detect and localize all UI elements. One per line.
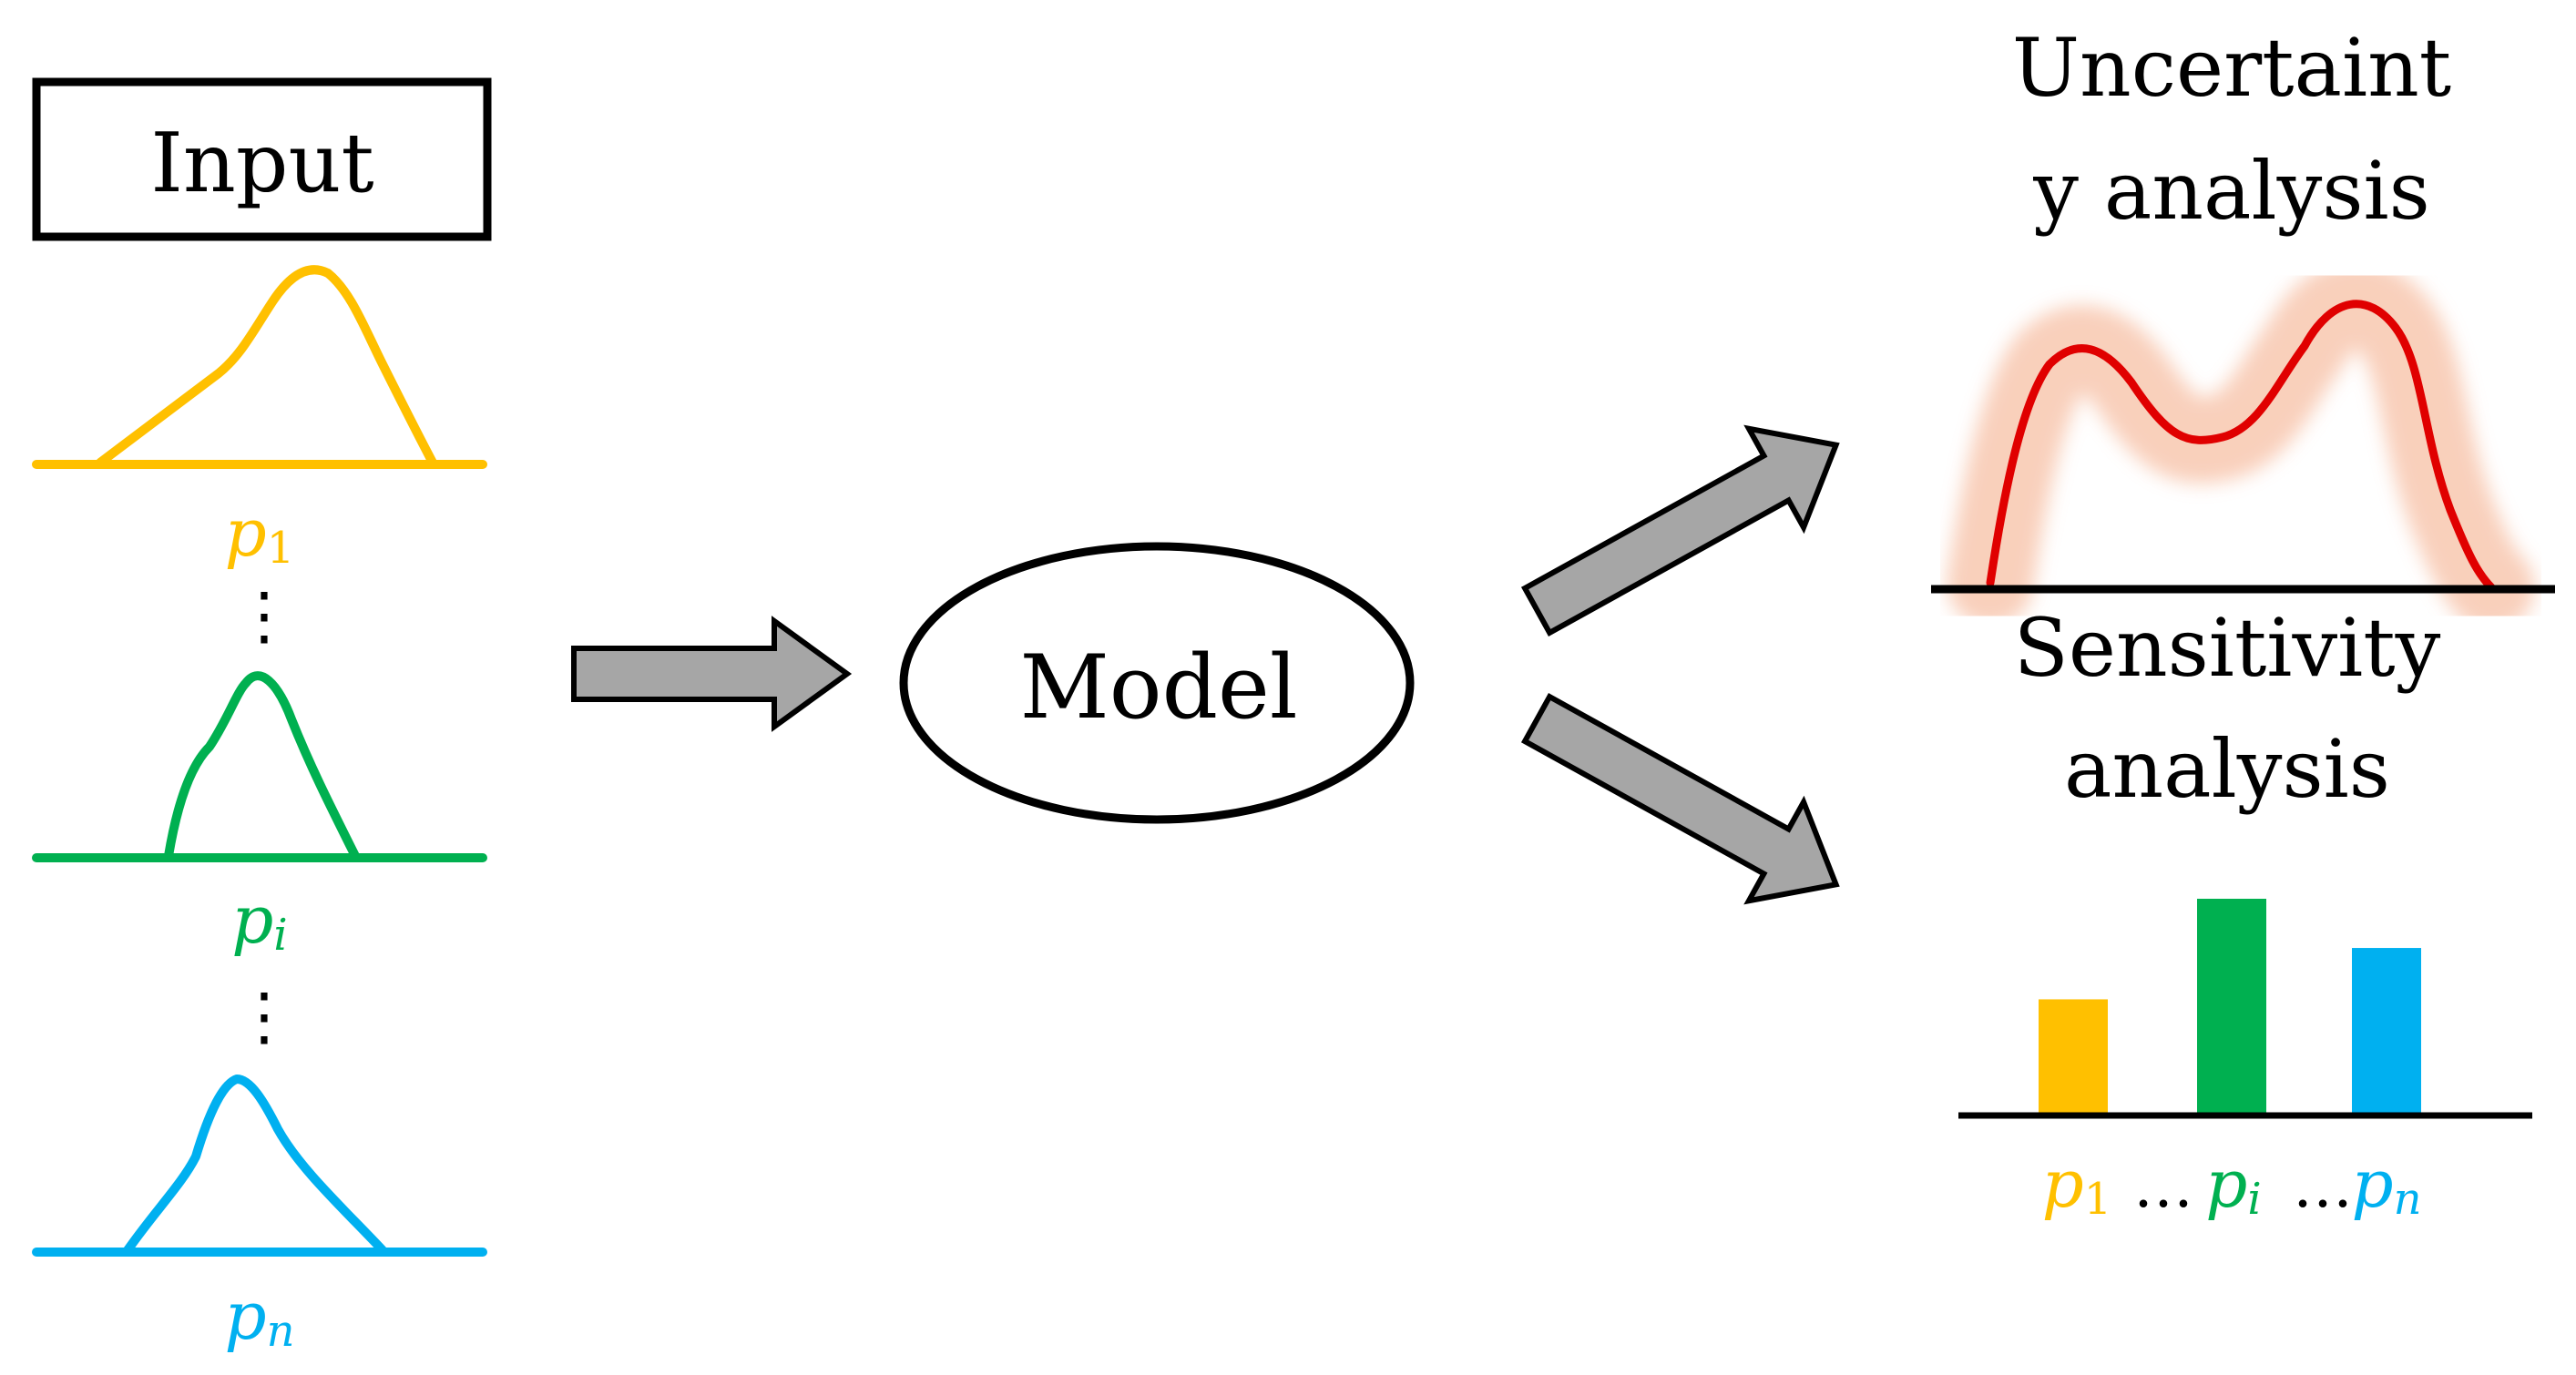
sensitivity-label-line2: analysis (2064, 722, 2390, 816)
model-label: Model (1019, 637, 1297, 738)
sensitivity-bar-pi (2197, 899, 2266, 1113)
uncertainty-line (1986, 300, 2496, 592)
sensitivity-bars (2039, 899, 2421, 1113)
vertical-ellipsis-2: ⋮ (232, 979, 296, 1054)
pi-symbol: p (231, 881, 273, 958)
label-p1: p1 (225, 494, 295, 574)
arrow-model-to-sensitivity (1520, 692, 1840, 905)
sensitivity-label-line1: Sensitivity (2014, 601, 2441, 695)
uncertainty-band (1947, 260, 2535, 631)
uncertainty-label-line1: Uncertaint (2012, 21, 2451, 115)
sens-ellipsis-1: … (2133, 1151, 2193, 1221)
pi-subscript: i (273, 910, 287, 961)
sensitivity-bar-p1 (2039, 999, 2108, 1113)
vertical-ellipsis-1: ⋮ (232, 578, 296, 653)
pn-subscript: n (267, 1306, 295, 1357)
sens-label-p1: p1 (2042, 1146, 2112, 1225)
input-label: Input (150, 116, 373, 211)
uncertainty-label-line2: y analysis (2032, 144, 2430, 238)
input-box (32, 77, 492, 241)
p1-subscript: 1 (267, 523, 295, 574)
distribution-p1 (32, 265, 487, 469)
model-ellipse (899, 542, 1415, 824)
sens-label-pn: pn (2351, 1146, 2421, 1225)
sens-label-pi: pi (2205, 1146, 2261, 1225)
distribution-pn (32, 1075, 487, 1257)
p1-symbol: p (225, 494, 267, 571)
arrow-input-to-model (571, 616, 853, 732)
arrow-model-to-uncertainty (1520, 424, 1840, 637)
sensitivity-bar-pn (2352, 948, 2421, 1113)
label-pi: pi (231, 881, 287, 961)
sens-ellipsis-2: … (2293, 1151, 2353, 1221)
uncertainty-plot (1931, 260, 2555, 631)
label-pn: pn (224, 1278, 294, 1357)
distribution-pi (32, 671, 487, 862)
pn-symbol: p (224, 1278, 266, 1354)
